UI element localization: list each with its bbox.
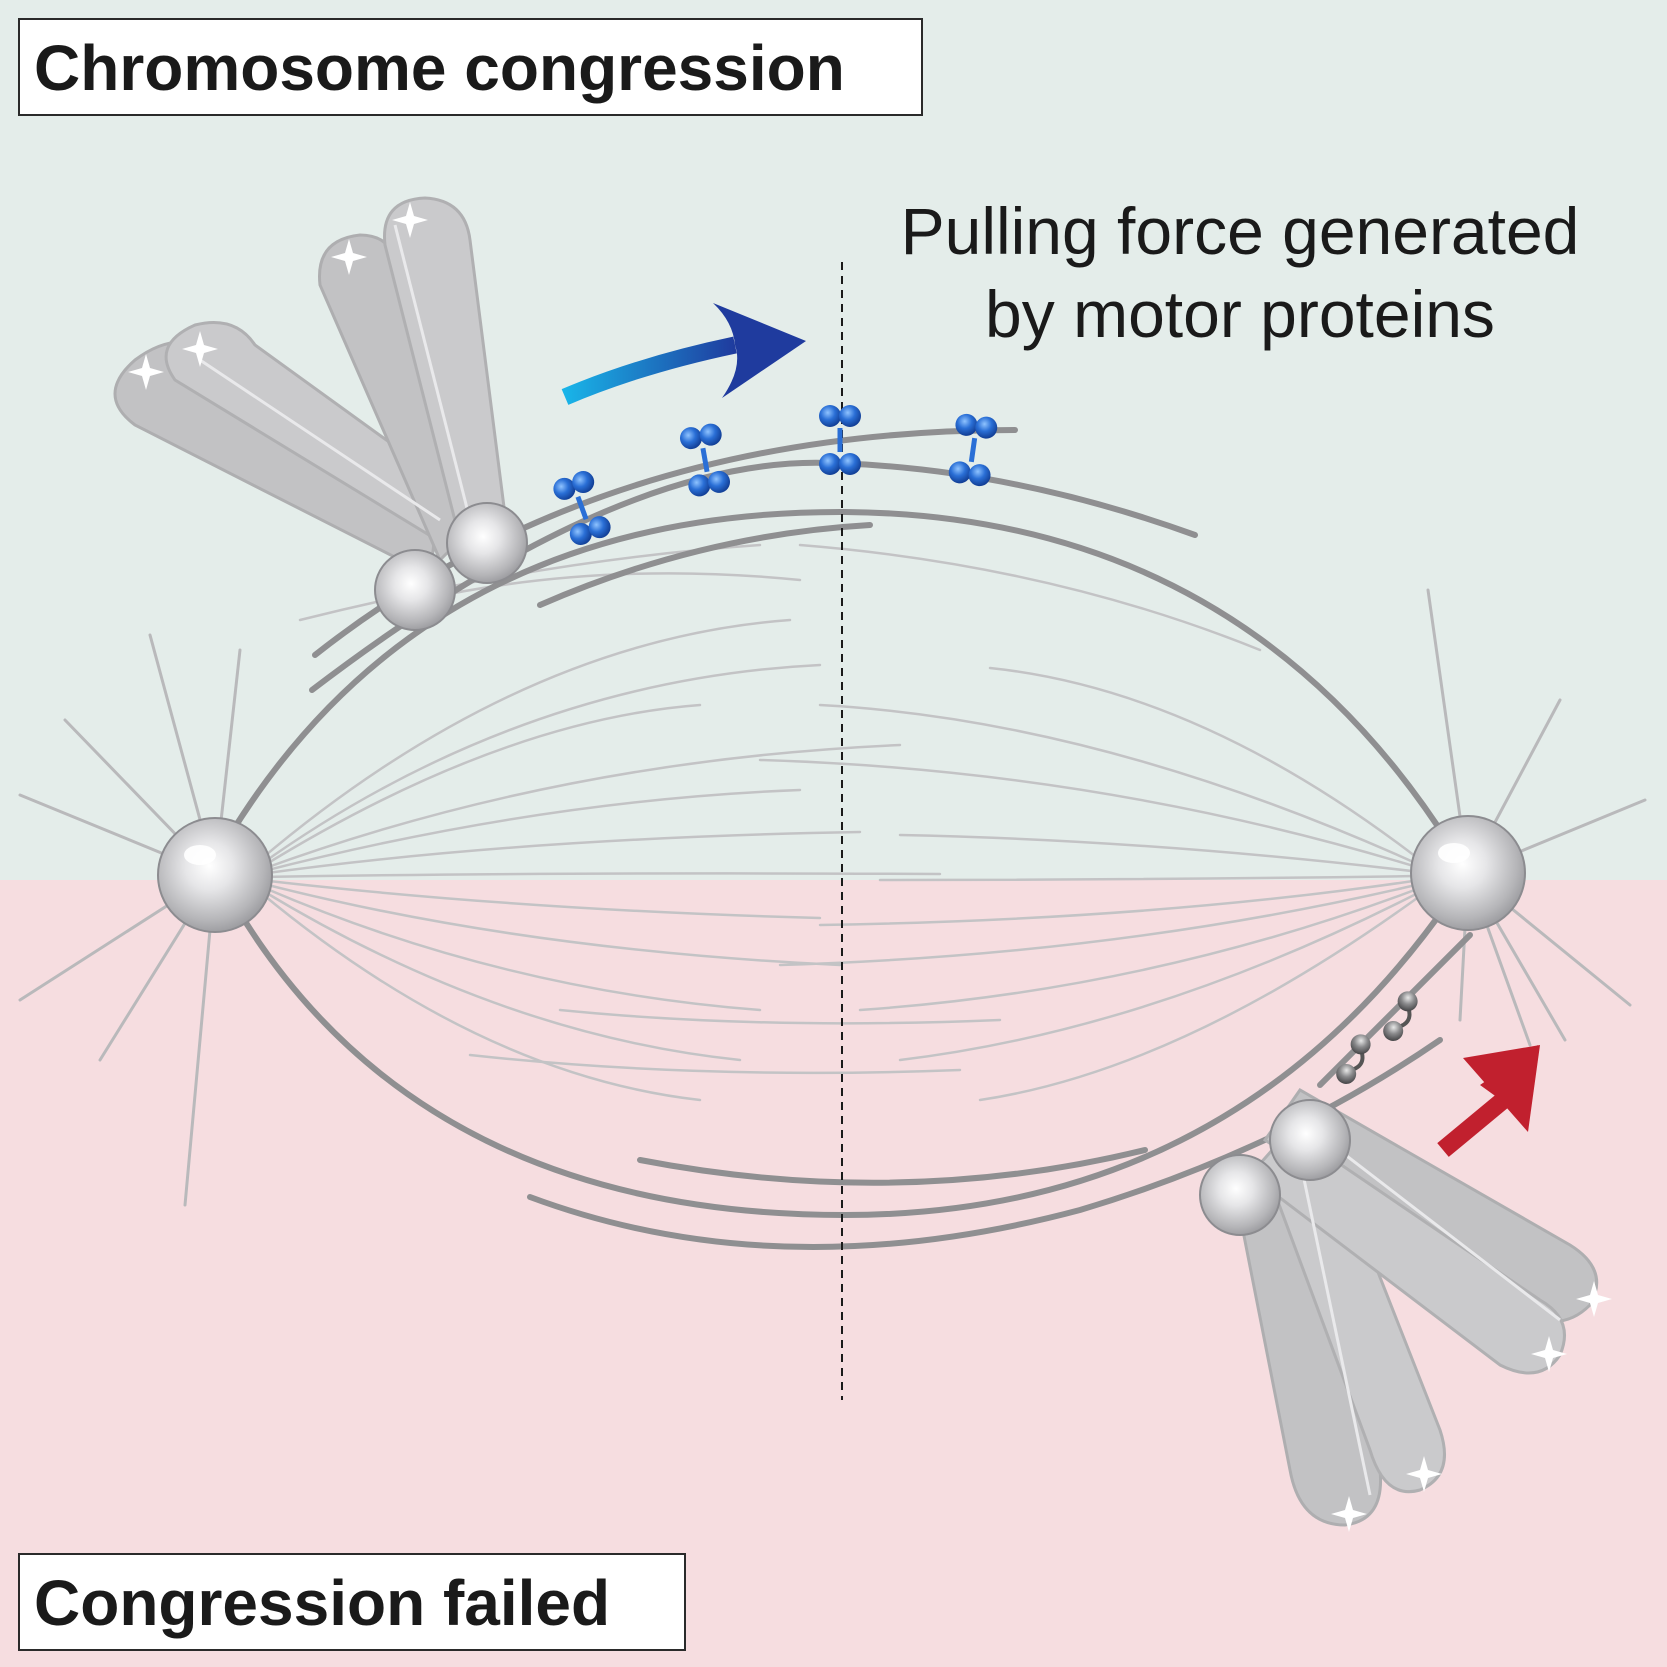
motor-protein-3 <box>819 405 861 475</box>
caption-line-1: Pulling force generated <box>900 194 1580 268</box>
left-pole <box>157 817 273 933</box>
motor-protein-4 <box>948 413 998 487</box>
spindle-fibers <box>258 543 1422 1102</box>
inactive-motor-2 <box>1383 991 1418 1041</box>
chromosome-congression-title: Chromosome congression <box>18 18 923 116</box>
motor-protein-1 <box>553 471 611 545</box>
failure-arrow <box>1437 1045 1540 1157</box>
motor-protein-2 <box>679 423 731 497</box>
pulling-force-caption: Pulling force generated by motor protein… <box>860 190 1620 355</box>
caption-line-2: by motor proteins <box>985 276 1495 351</box>
right-pole <box>1410 815 1526 931</box>
pulling-force-arrow <box>561 303 806 405</box>
spindle-outline <box>227 508 1453 1219</box>
congression-failed-title: Congression failed <box>18 1553 686 1651</box>
chromosome-top <box>113 196 528 631</box>
chromosome-bottom <box>1199 1088 1612 1532</box>
inactive-motor-1 <box>1336 1034 1371 1084</box>
